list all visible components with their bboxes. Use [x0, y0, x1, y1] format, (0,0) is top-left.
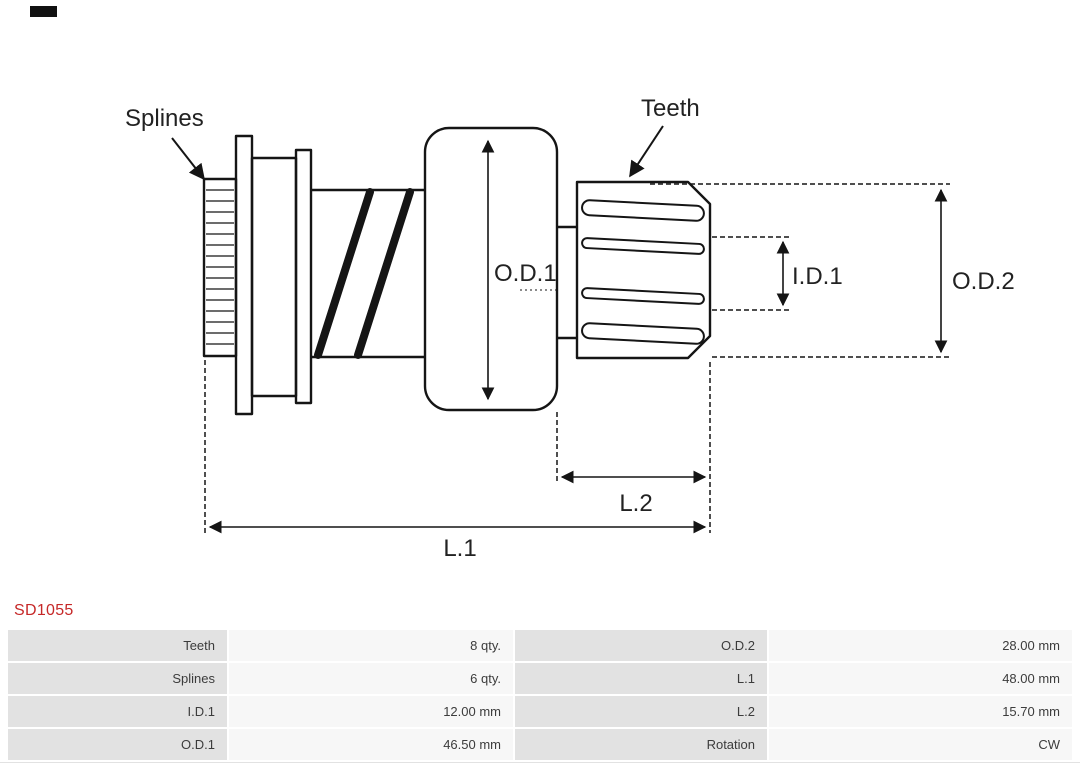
- spring: [314, 188, 414, 359]
- clutch-body: [423, 126, 559, 412]
- splines-label: Splines: [125, 105, 204, 132]
- construction-lines: [204, 183, 950, 533]
- teeth-pointer-arrow: [629, 125, 664, 178]
- neck: [557, 225, 577, 340]
- od1-label: O.D.1: [494, 260, 557, 287]
- spec-value: 8 qty.: [229, 630, 513, 661]
- hub-drum: [250, 156, 298, 398]
- spline-hatch: [206, 189, 234, 345]
- od2-label: O.D.2: [952, 268, 1015, 295]
- starter-drive-technical-drawing: Splines Teeth O.D.1 I.D.1 O.D.2 L.2 L.1: [125, 95, 1015, 562]
- spec-value: 6 qty.: [229, 663, 513, 694]
- spec-value: 48.00 mm: [769, 663, 1072, 694]
- spec-label: L.2: [515, 696, 767, 727]
- spec-label: Splines: [8, 663, 227, 694]
- part-number: SD1055: [14, 602, 74, 619]
- l2-label: L.2: [619, 490, 652, 517]
- teeth-label: Teeth: [641, 95, 700, 122]
- bottom-divider: [0, 762, 1080, 763]
- spec-label: I.D.1: [8, 696, 227, 727]
- spec-value: CW: [769, 729, 1072, 760]
- spec-label: Rotation: [515, 729, 767, 760]
- spec-table: Teeth 8 qty. O.D.2 28.00 mm Splines 6 qt…: [8, 630, 1072, 760]
- spec-label: Teeth: [8, 630, 227, 661]
- rear-flange: [294, 148, 313, 405]
- brand-logo-mark: [30, 6, 57, 17]
- spec-value: 46.50 mm: [229, 729, 513, 760]
- spec-label: O.D.1: [8, 729, 227, 760]
- l1-label: L.1: [443, 535, 476, 562]
- front-flange: [234, 134, 254, 416]
- spec-label: L.1: [515, 663, 767, 694]
- spec-label: O.D.2: [515, 630, 767, 661]
- pinion-teeth: [581, 199, 705, 345]
- id1-label: I.D.1: [792, 263, 843, 290]
- spec-value: 15.70 mm: [769, 696, 1072, 727]
- spec-value: 12.00 mm: [229, 696, 513, 727]
- pinion-gear: [575, 180, 712, 360]
- spec-value: 28.00 mm: [769, 630, 1072, 661]
- splines-pointer-arrow: [171, 137, 205, 181]
